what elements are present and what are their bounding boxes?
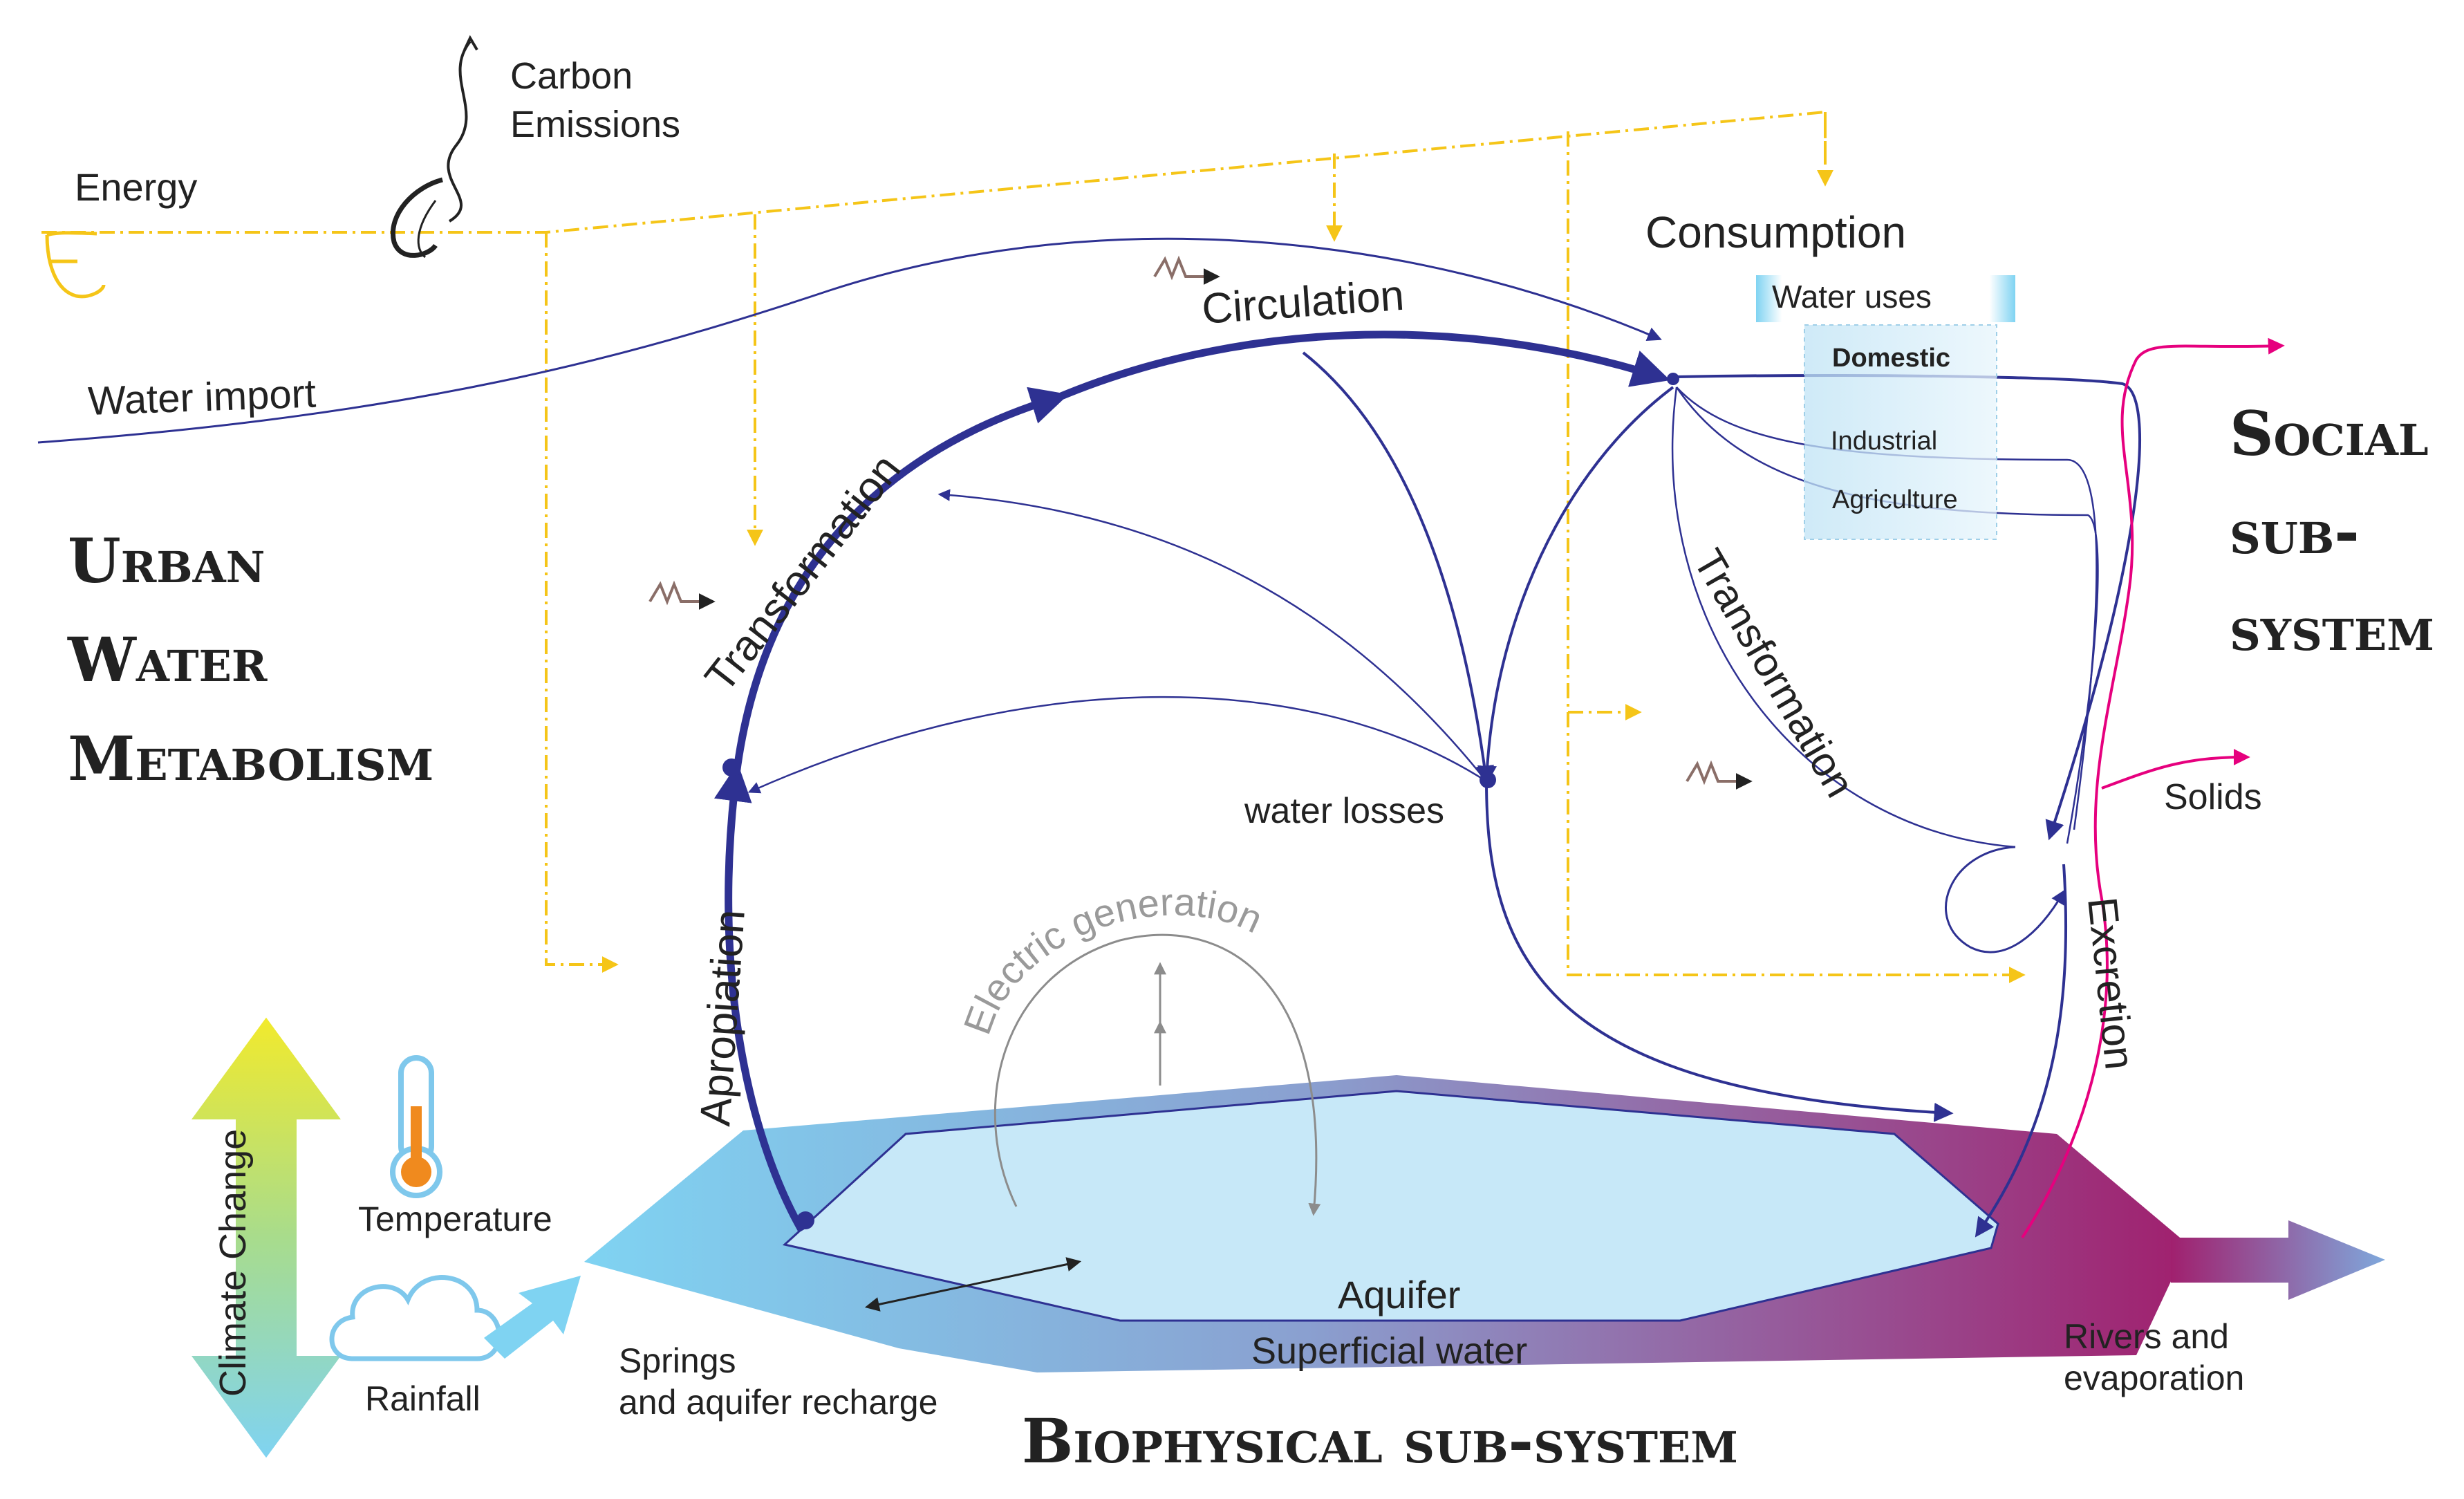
temperature-label: Temperature [358, 1200, 552, 1238]
apropiation-label: Apropiation [691, 908, 754, 1128]
circulation-flow [1056, 330, 1670, 402]
social-title-line-1: Social [2230, 398, 2429, 469]
agriculture-label: Agriculture [1832, 485, 1958, 514]
carbon-emissions-label-1: Carbon [510, 55, 633, 97]
water-import-label: Water import [87, 371, 317, 424]
energy-main-line [41, 110, 1827, 234]
m-arrow-glyph-icon [1686, 760, 1753, 790]
solids-label: Solids [2164, 777, 2262, 817]
urban-title-line-1: Urban [68, 525, 265, 597]
flow-nodes [722, 373, 1679, 1229]
social-title-line-2: sub- [2230, 496, 2360, 568]
thermometer-icon [390, 1055, 442, 1198]
aquifer-body [782, 1090, 1999, 1322]
water-uses-bar [1756, 275, 2015, 322]
consumption-transformation [1671, 387, 2016, 848]
water-losses-label: water losses [1244, 791, 1444, 831]
rainfall-label: Rainfall [365, 1379, 480, 1418]
springs-label-2: and aquifer recharge [619, 1383, 937, 1422]
loss-from-consumption [1477, 386, 1674, 785]
water-import-flow [37, 237, 1662, 444]
water-uses-box [1804, 324, 1997, 540]
water-uses-label: Water uses [1772, 279, 1932, 315]
transformation-left-label: Transformation [696, 445, 911, 700]
rivers-label-2: evaporation [2064, 1359, 2244, 1397]
consumption-label: Consumption [1645, 207, 1906, 257]
loss-to-apropiation [747, 696, 1487, 794]
excretion-label: Excretion [2079, 895, 2143, 1072]
superficial-water-label: Superficial water [1251, 1330, 1527, 1372]
aquifer-label: Aquifer [1338, 1273, 1460, 1316]
loss-from-circulation [1302, 351, 1494, 785]
industrial-label: Industrial [1831, 427, 1937, 456]
social-title-line-3: system [2230, 593, 2434, 664]
rainfall-arrow [484, 1276, 581, 1359]
water-losses-node [1480, 772, 1496, 788]
outflow-arrow [2171, 1220, 2385, 1300]
m-arrow-glyph-icon [1153, 255, 1220, 285]
water-flow-network [37, 237, 2141, 1312]
electric-generation-arc [993, 933, 1321, 1216]
solids-flow [2021, 337, 2285, 1239]
solids-branch [2101, 749, 2250, 790]
excretion-loop [1945, 846, 2066, 953]
apropiation-start-node [796, 1211, 814, 1229]
loss-to-transformation-top [937, 489, 1487, 782]
apropiation-flow [713, 763, 805, 1233]
rivers-label-1: Rivers and [2064, 1317, 2229, 1356]
carbon-emissions-label-2: Emissions [510, 104, 680, 145]
climate-change-arrow [189, 1015, 344, 1460]
loss-to-superficial [1485, 781, 1954, 1122]
transformation-flow [732, 387, 1069, 775]
consumption-node [1667, 373, 1679, 385]
cloud-icon [329, 1275, 502, 1361]
energy-label: Energy [75, 165, 197, 209]
biophysical-title: Biophysical sub-system [1022, 1405, 1738, 1477]
electric-generation-group [993, 933, 1321, 1216]
domestic-label: Domestic [1832, 344, 1950, 373]
transformation-node [722, 758, 740, 776]
urban-title-line-2: Water [67, 624, 268, 696]
urban-title-line-3: Metabolism [68, 723, 433, 794]
solids-network [2021, 337, 2285, 1239]
excretion-flow [1975, 864, 2068, 1238]
climate-change-label: Climate Change [212, 1129, 254, 1397]
springs-label-1: Springs [619, 1341, 736, 1380]
energy-branch-1 [545, 232, 619, 973]
circulation-label: Circulation [1200, 272, 1406, 333]
m-arrow-glyph-icon [648, 580, 716, 610]
energy-glyph-icon [45, 231, 106, 299]
energy-network [41, 110, 2026, 983]
energy-branch-4 [1567, 131, 2026, 983]
carbon-glyph-icon [391, 35, 478, 259]
aquifer-exchange [864, 1257, 1082, 1312]
agriculture-flow [1675, 387, 2099, 844]
electric-generation-label: Electric generation [955, 879, 1269, 1039]
